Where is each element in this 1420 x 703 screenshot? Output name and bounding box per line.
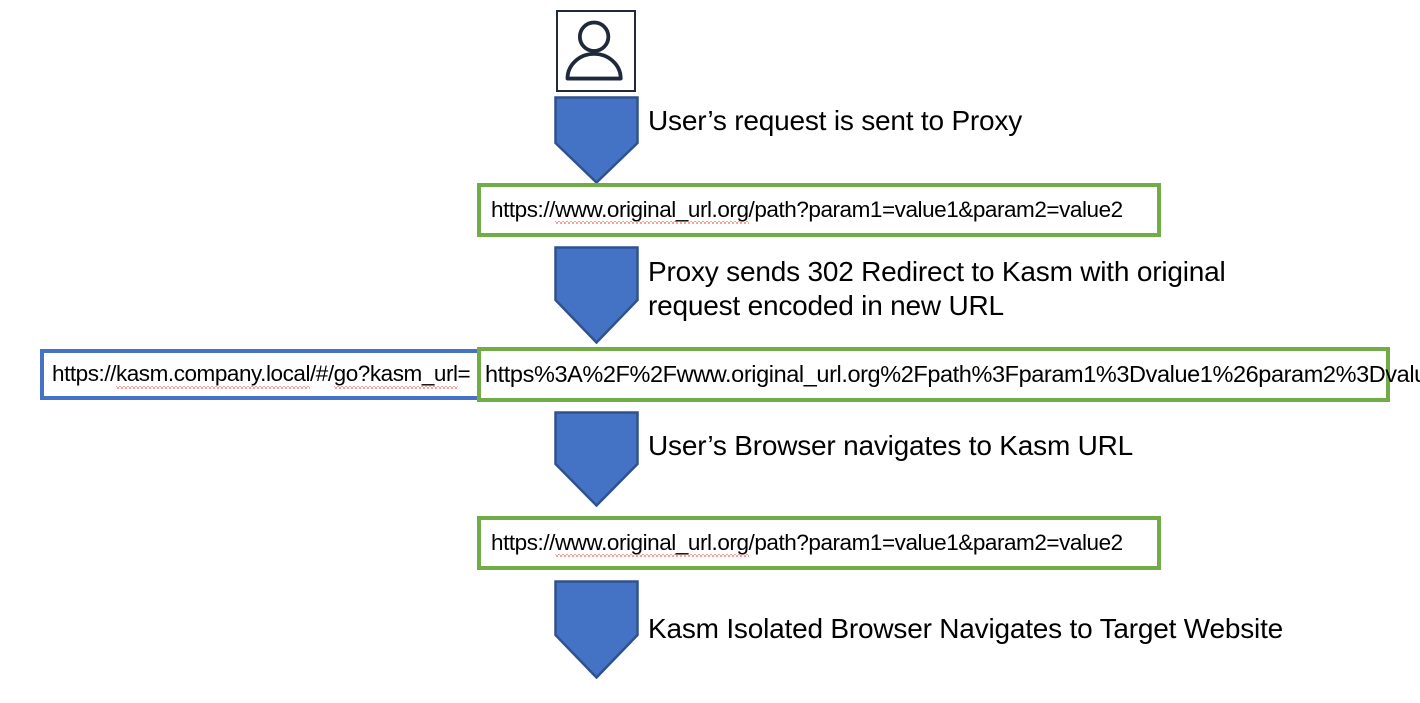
kasm-url-middle: /#/ <box>310 361 334 387</box>
flow-arrow-3 <box>554 411 639 507</box>
url-text-original-request: https://www.original_url.org/path?param1… <box>491 196 1124 224</box>
url-box-kasm-prefix: https://kasm.company.local/#/go?kasm_url… <box>40 349 481 400</box>
target-url-suffix: /path?param1=value1&param2=value2 <box>748 529 1124 555</box>
kasm-url-suffix: = <box>457 361 471 387</box>
flow-arrow-2 <box>554 246 639 344</box>
step-1-label: User’s request is sent to Proxy <box>648 105 1023 136</box>
url-suffix: /path?param1=value1&param2=value2 <box>748 196 1124 222</box>
flow-arrow-4 <box>554 580 639 679</box>
kasm-query-misspelled: go?kasm_url <box>333 361 458 389</box>
url-box-target-request: https://www.original_url.org/path?param1… <box>477 516 1161 570</box>
url-text-encoded-request: https%3A%2F%2Fwww.original_url.org%2Fpat… <box>485 360 1420 387</box>
step-2-label: Proxy sends 302 Redirect to Kasm with or… <box>648 256 1226 322</box>
user-avatar-icon <box>556 10 636 92</box>
url-text-target-request: https://www.original_url.org/path?param1… <box>491 529 1124 557</box>
target-host-misspelled: www.original_url.org <box>554 529 749 557</box>
url-box-encoded-request: https%3A%2F%2Fwww.original_url.org%2Fpat… <box>477 347 1420 402</box>
flow-arrow-1 <box>554 96 639 184</box>
url-box-original-request: https://www.original_url.org/path?param1… <box>477 183 1161 237</box>
target-url-prefix: https:// <box>491 529 555 555</box>
url-text-kasm-prefix: https://kasm.company.local/#/go?kasm_url… <box>52 361 471 389</box>
url-host-misspelled: www.original_url.org <box>554 196 749 224</box>
step-3-label: User’s Browser navigates to Kasm URL <box>648 430 1134 461</box>
step-4-label: Kasm Isolated Browser Navigates to Targe… <box>648 613 1284 644</box>
kasm-url-prefix: https:// <box>52 361 116 387</box>
kasm-host-misspelled: kasm.company.local <box>115 361 310 389</box>
url-prefix: https:// <box>491 196 555 222</box>
